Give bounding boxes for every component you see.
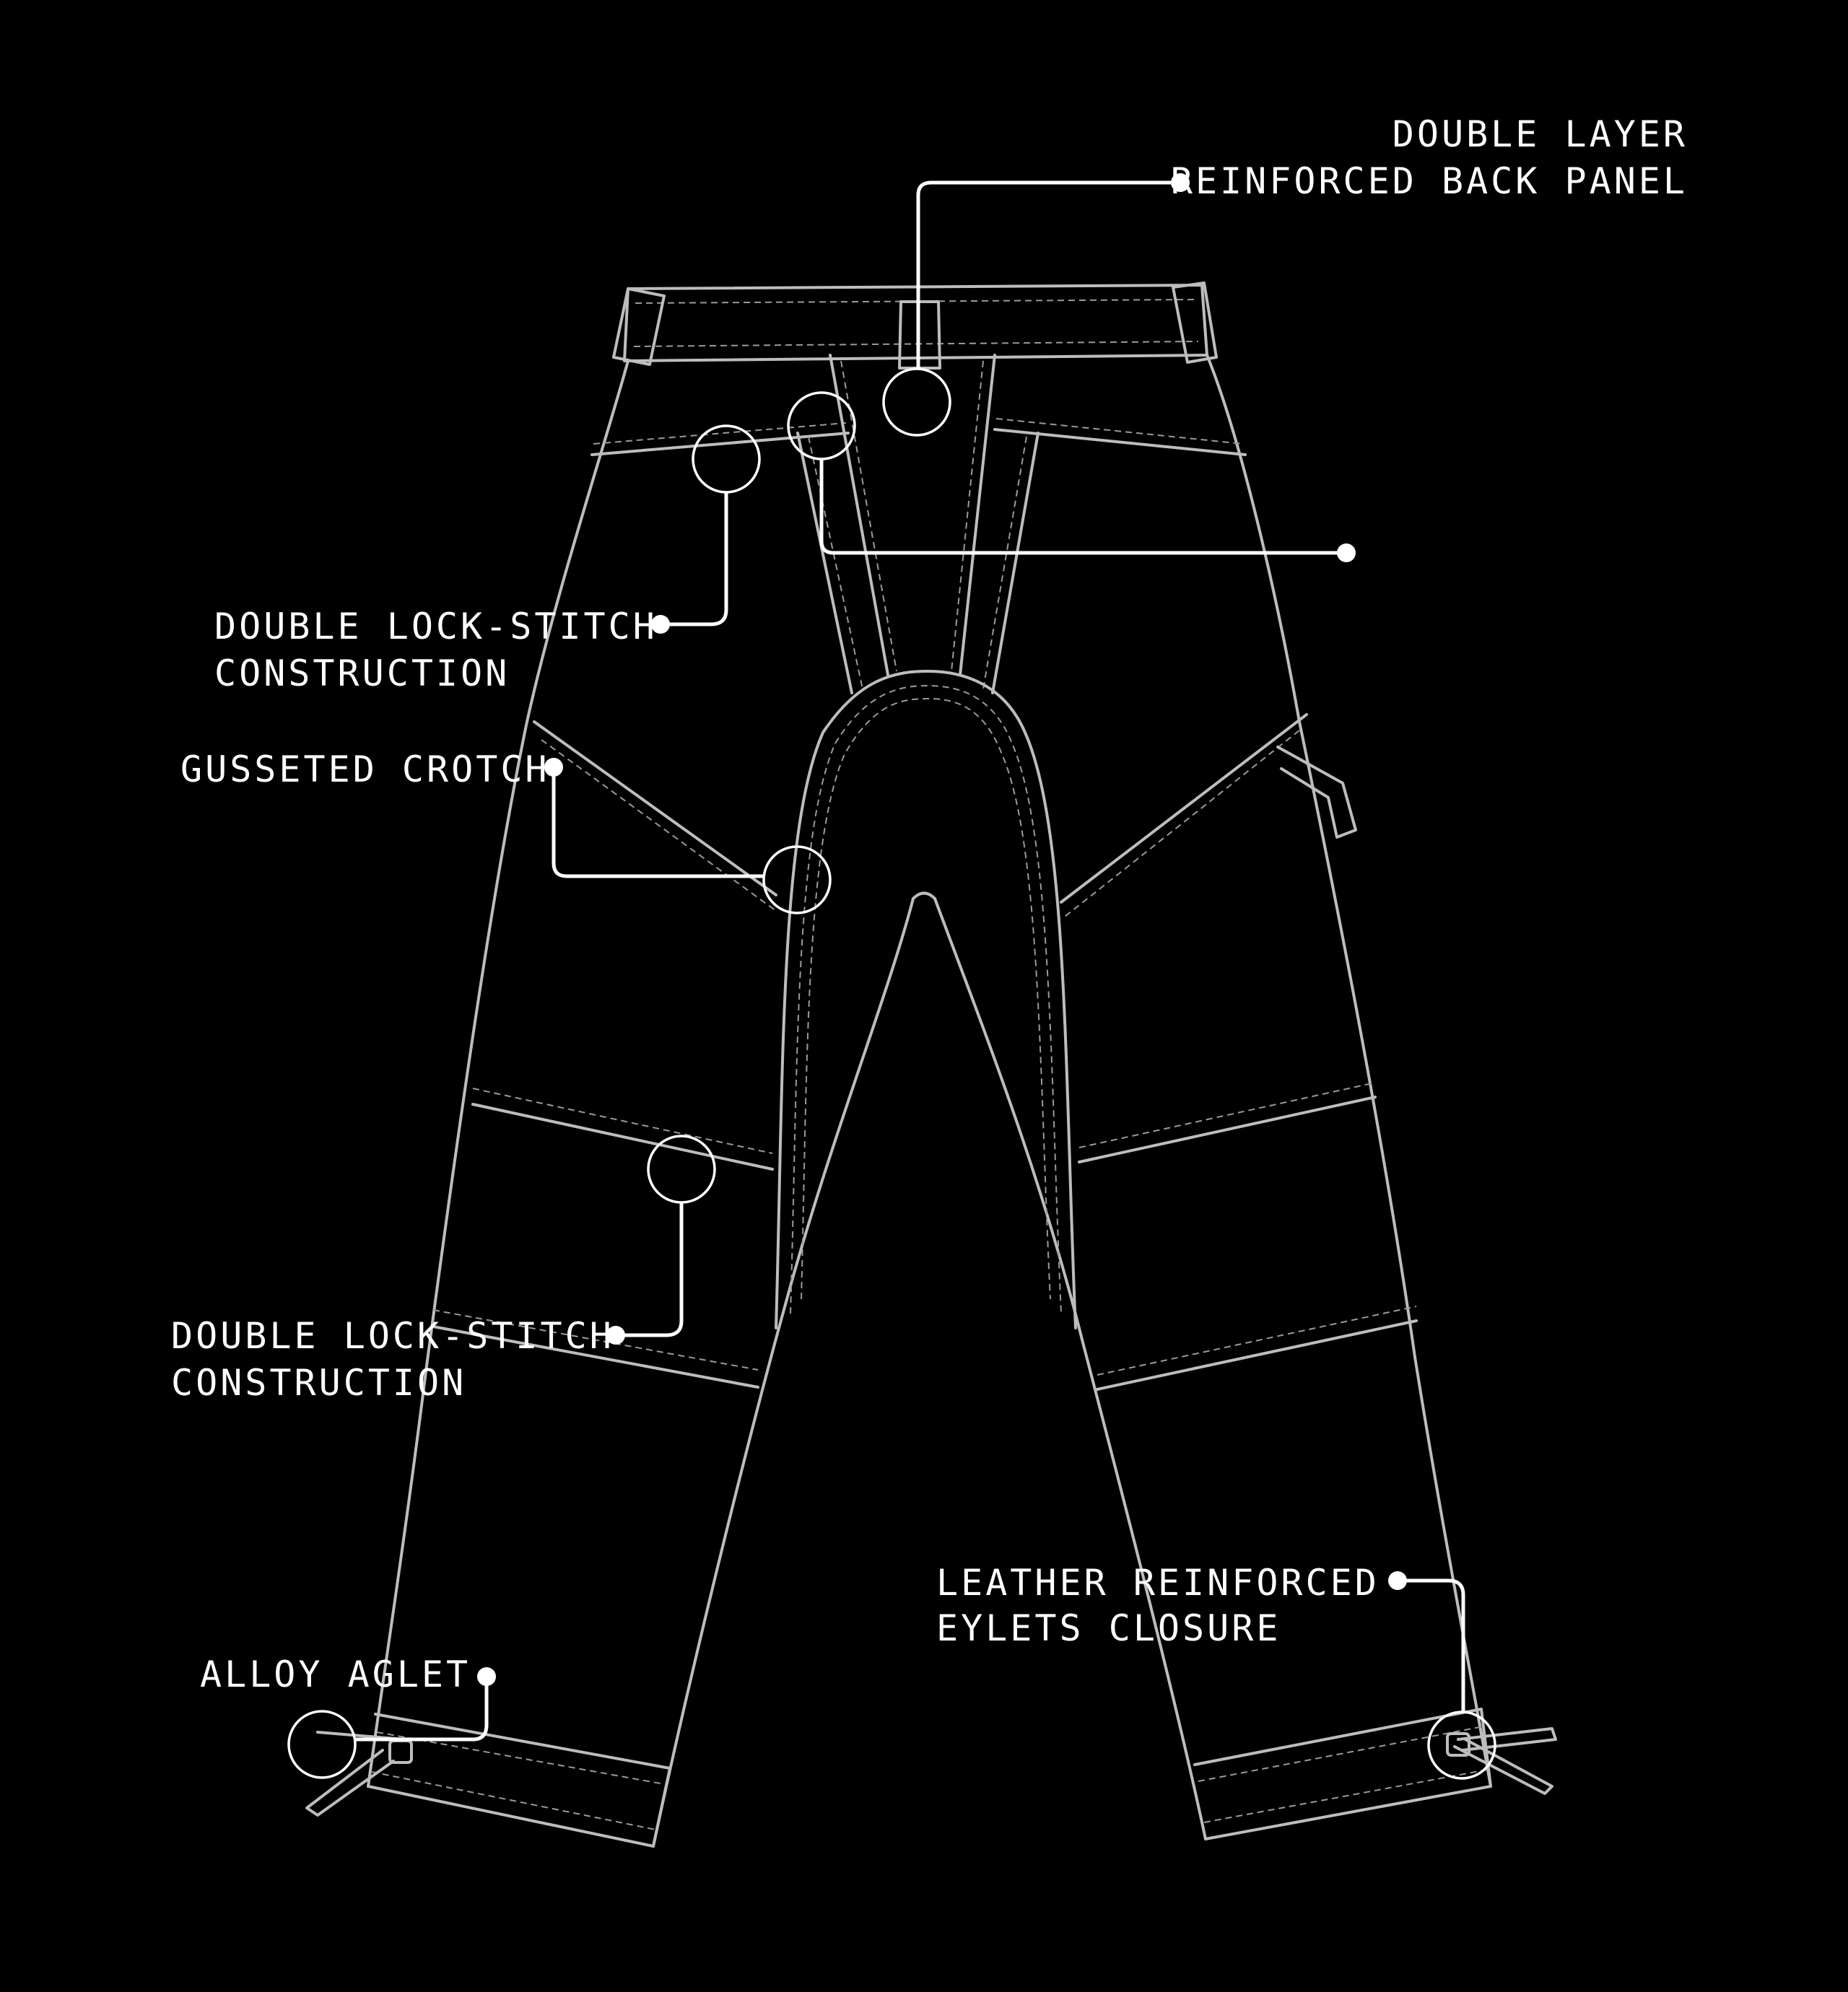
callout-aglet-line1: ALLOY AGLET <box>200 1654 471 1695</box>
callout-leader <box>552 767 764 878</box>
callout-ring <box>692 424 761 494</box>
callout-leader <box>1400 1578 1465 1712</box>
callout-lockstitch-lower-line1: DOUBLE LOCK-STITCH <box>171 1315 614 1357</box>
callout-dot <box>1388 1571 1407 1590</box>
callout-leader <box>619 1202 684 1337</box>
callout-aglet: ALLOY AGLET <box>200 1654 496 1779</box>
reinforced-back-panel <box>796 354 1040 694</box>
callout-lockstitch-upper-line1: DOUBLE LOCK-STITCH <box>214 606 658 647</box>
callout-lockstitch-lower-line2: CONSTRUCTION <box>171 1362 466 1404</box>
callout-dot <box>1337 543 1356 562</box>
callout-ring <box>787 391 856 460</box>
callout-back-panel-line1: DOUBLE LAYER <box>1392 113 1688 155</box>
callout-leader <box>664 492 728 626</box>
callout-ring <box>287 1710 357 1779</box>
crotch-gusset <box>775 670 1077 1329</box>
callout-ring <box>762 845 832 914</box>
callout-crotch-line1: GUSSETED CROTCH <box>180 748 550 790</box>
callout-lockstitch-lower: DOUBLE LOCK-STITCH CONSTRUCTION <box>171 1135 716 1404</box>
side-panel-seams <box>533 713 1357 917</box>
callout-eyelets: LEATHER REINFORCED EYLETS CLOSURE <box>936 1562 1496 1780</box>
callout-dot <box>651 615 670 634</box>
callouts: DOUBLE LAYER REINFORCED BACK PANEL DOUBL… <box>171 113 1688 1780</box>
callout-leader <box>355 1678 489 1742</box>
callout-ring <box>882 367 951 437</box>
callout-ring <box>647 1135 716 1204</box>
callout-back-panel: DOUBLE LAYER REINFORCED BACK PANEL <box>882 113 1688 437</box>
callout-eyelets-line1: LEATHER REINFORCED <box>936 1562 1380 1604</box>
callout-leader <box>819 459 1344 555</box>
pants-line-drawing <box>305 281 1557 1848</box>
callout-dot <box>606 1326 625 1345</box>
back-yoke <box>590 418 1247 456</box>
callout-dot <box>1171 173 1190 192</box>
callout-back-panel-line2: REINFORCED BACK PANEL <box>1171 160 1688 202</box>
callout-lockstitch-upper: DOUBLE LOCK-STITCH CONSTRUCTION <box>214 424 761 694</box>
callout-lockstitch-upper-line2: CONSTRUCTION <box>214 652 510 694</box>
waistband <box>612 281 1218 370</box>
callout-crotch: GUSSETED CROTCH <box>180 748 832 914</box>
knee-panels <box>432 1082 1418 1391</box>
callout-dot <box>544 758 563 777</box>
callout-dot <box>477 1667 496 1686</box>
callout-eyelets-line2: EYLETS CLOSURE <box>936 1607 1281 1649</box>
hem-drawcords <box>305 1727 1557 1817</box>
pants-outline <box>367 354 1492 1848</box>
callout-leader <box>916 180 1179 369</box>
callout-back-panel-seam <box>787 391 1356 562</box>
